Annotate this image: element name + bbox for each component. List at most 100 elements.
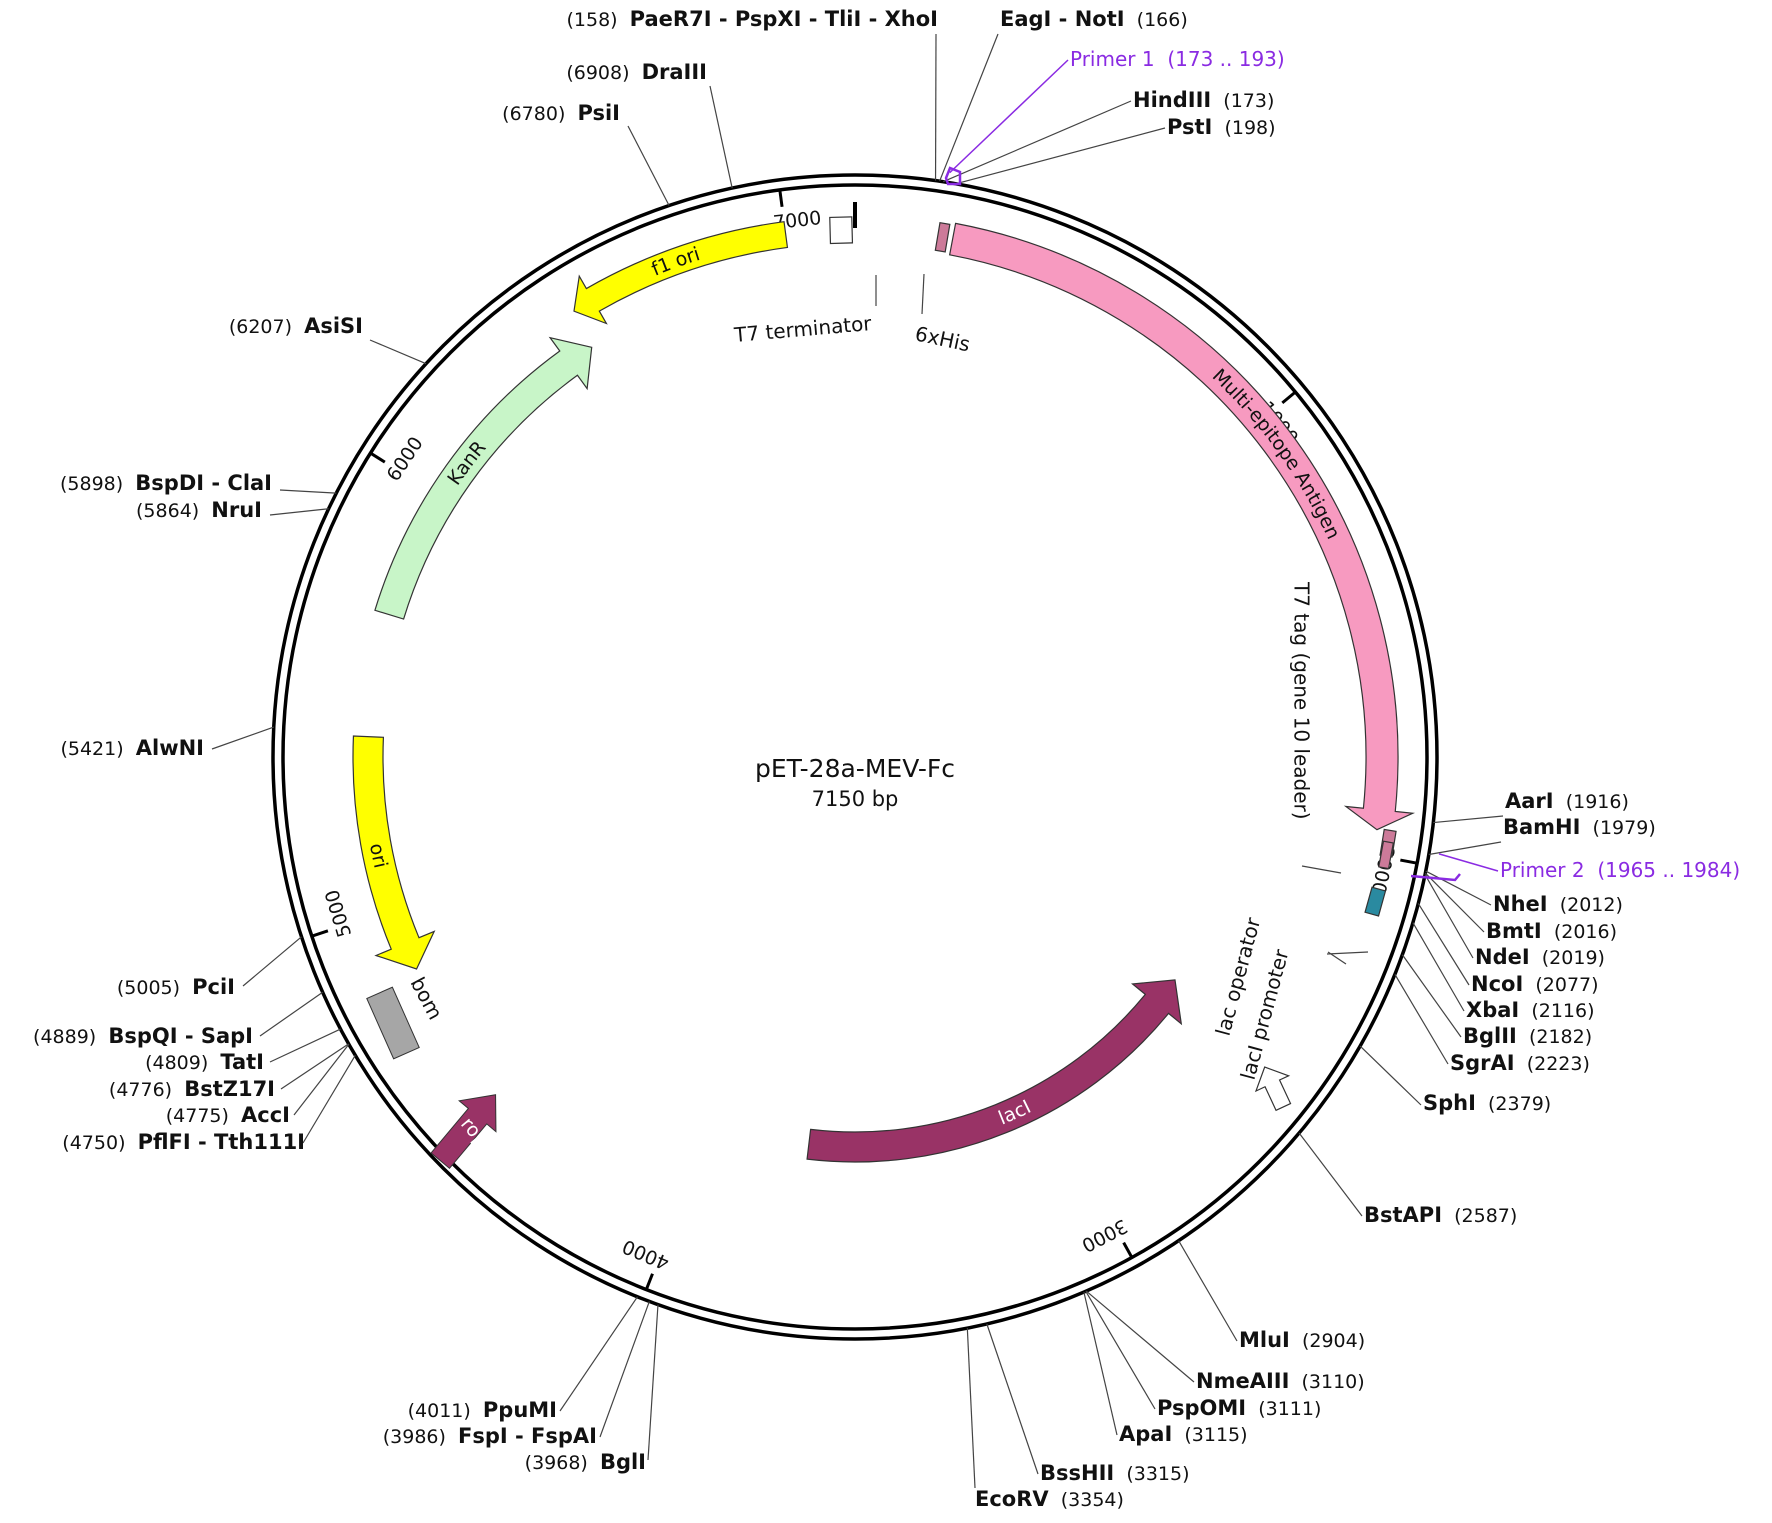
- f1-ori-arrow: [573, 221, 789, 325]
- site-position: (3115): [1184, 1424, 1247, 1446]
- site-name: TatI: [220, 1050, 264, 1074]
- lac-operator-box-shape: [1364, 886, 1387, 917]
- site-position: (3110): [1302, 1371, 1365, 1393]
- site-leader: [1083, 1291, 1118, 1436]
- t7-terminator-box-shape: [829, 216, 854, 245]
- t7-tag-leader: [1301, 865, 1342, 874]
- site-leader: [1359, 1045, 1422, 1106]
- site-leader: [293, 1043, 350, 1116]
- site-gap: [630, 62, 642, 84]
- site-name: PsiI: [577, 101, 620, 125]
- site-leader: [955, 127, 1166, 185]
- site-gap: [123, 473, 135, 495]
- multi-epitope-antigen-arrow: [948, 222, 1416, 831]
- site-label: NdeI (2019): [1475, 945, 1605, 969]
- site-gap: [471, 1400, 483, 1422]
- site-name: BstAPI: [1364, 1203, 1442, 1227]
- site-name: PstI: [1167, 115, 1212, 139]
- site-position: (3968): [525, 1452, 588, 1474]
- multi-epitope-antigen-label: Multi-epitope Antigen: [1208, 364, 1345, 542]
- site-position: (158): [566, 9, 617, 31]
- 6xhis-box-shape: [934, 222, 951, 253]
- site-name: BspDI - ClaI: [135, 471, 272, 495]
- site-position: (1979): [1593, 817, 1656, 839]
- site-position: (2019): [1542, 947, 1605, 969]
- site-position: (1916): [1566, 791, 1629, 813]
- laci-arrow: [806, 979, 1183, 1163]
- site-gap: [292, 316, 304, 338]
- bom-box: [366, 986, 420, 1060]
- site-label: NcoI (2077): [1471, 972, 1599, 996]
- site-leader: [1424, 874, 1474, 959]
- site-position: (6780): [502, 103, 565, 125]
- site-name: AsiSI: [304, 314, 363, 338]
- tick-label: 3000: [1078, 1214, 1131, 1256]
- site-gap: [1519, 1000, 1531, 1022]
- site-label: BmtI (2016): [1486, 919, 1617, 943]
- site-leader: [709, 85, 733, 189]
- site-leader: [559, 1296, 638, 1412]
- site-label: (4011) PpuMI: [408, 1398, 557, 1422]
- site-gap: [1211, 90, 1223, 112]
- site-position: (166): [1137, 9, 1188, 31]
- site-position: (2904): [1302, 1330, 1365, 1352]
- site-label: BglII (2182): [1463, 1024, 1592, 1048]
- site-position: (4889): [33, 1026, 96, 1048]
- t7-tag-label: T7 tag (gene 10 leader): [1290, 581, 1314, 820]
- site-name: BssHII: [1040, 1461, 1114, 1485]
- tick-mark: [644, 1273, 654, 1291]
- site-leader: [1085, 1290, 1195, 1383]
- site-name: BstZ17I: [184, 1077, 275, 1101]
- site-name: NmeAIII: [1196, 1369, 1289, 1393]
- site-gap: [1542, 921, 1554, 943]
- t7-tag-box-2: [1378, 840, 1395, 870]
- site-position: (2016): [1554, 921, 1617, 943]
- site-leader: [1401, 954, 1462, 1038]
- site-name: MluI: [1239, 1328, 1290, 1352]
- site-name: SgrAI: [1450, 1051, 1515, 1075]
- site-position: (2379): [1488, 1093, 1551, 1115]
- site-label: (4750) PflFI - Tth111I: [62, 1130, 305, 1154]
- site-name: PciI: [192, 975, 235, 999]
- tick-label: 4000: [619, 1235, 672, 1274]
- site-label: HindIII (173): [1133, 88, 1274, 112]
- site-name: SphI: [1423, 1091, 1476, 1115]
- site-leader: [259, 991, 324, 1037]
- site-leader: [647, 1304, 659, 1461]
- primer-range: (1965 .. 1984): [1597, 858, 1740, 882]
- site-leader: [986, 1323, 1039, 1475]
- primer-label: Primer 2 (1965 .. 1984): [1500, 858, 1740, 882]
- site-gap: [172, 1079, 184, 1101]
- site-name: PaeR7I - PspXI - TliI - XhoI: [630, 7, 938, 31]
- site-label: (4775) AccI: [166, 1103, 290, 1127]
- primer-mark: [1410, 873, 1461, 882]
- tick-mark: [369, 451, 386, 464]
- site-gap: [1530, 947, 1542, 969]
- primer-gap: [1155, 47, 1168, 71]
- site-gap: [199, 500, 211, 522]
- site-name: BglII: [1463, 1024, 1517, 1048]
- site-label: (5005) PciI: [117, 975, 235, 999]
- site-position: (2587): [1454, 1205, 1517, 1227]
- site-name: ApaI: [1119, 1422, 1172, 1446]
- tick-mark: [1281, 390, 1297, 405]
- site-name: BmtI: [1486, 919, 1542, 943]
- lac-operator-box: [1364, 886, 1387, 917]
- rop-arrow: [430, 1094, 497, 1170]
- site-position: (2116): [1531, 1000, 1594, 1022]
- site-position: (2077): [1535, 974, 1598, 996]
- site-gap: [1580, 817, 1592, 839]
- site-label: BssHII (3315): [1040, 1461, 1190, 1485]
- site-name: PpuMI: [483, 1398, 557, 1422]
- site-gap: [1246, 1398, 1258, 1420]
- site-label: NmeAIII (3110): [1196, 1369, 1365, 1393]
- site-position: (4809): [145, 1052, 208, 1074]
- site-position: (5864): [136, 500, 199, 522]
- site-gap: [1554, 791, 1566, 813]
- ori-label-text: ori: [365, 841, 392, 870]
- kanr-arrow: [374, 336, 593, 620]
- site-name: BglI: [600, 1450, 646, 1474]
- primers: Primer 1 (173 .. 193)Primer 2 (1965 .. 1…: [944, 47, 1740, 882]
- backbone-inner-ring: [281, 183, 1429, 1331]
